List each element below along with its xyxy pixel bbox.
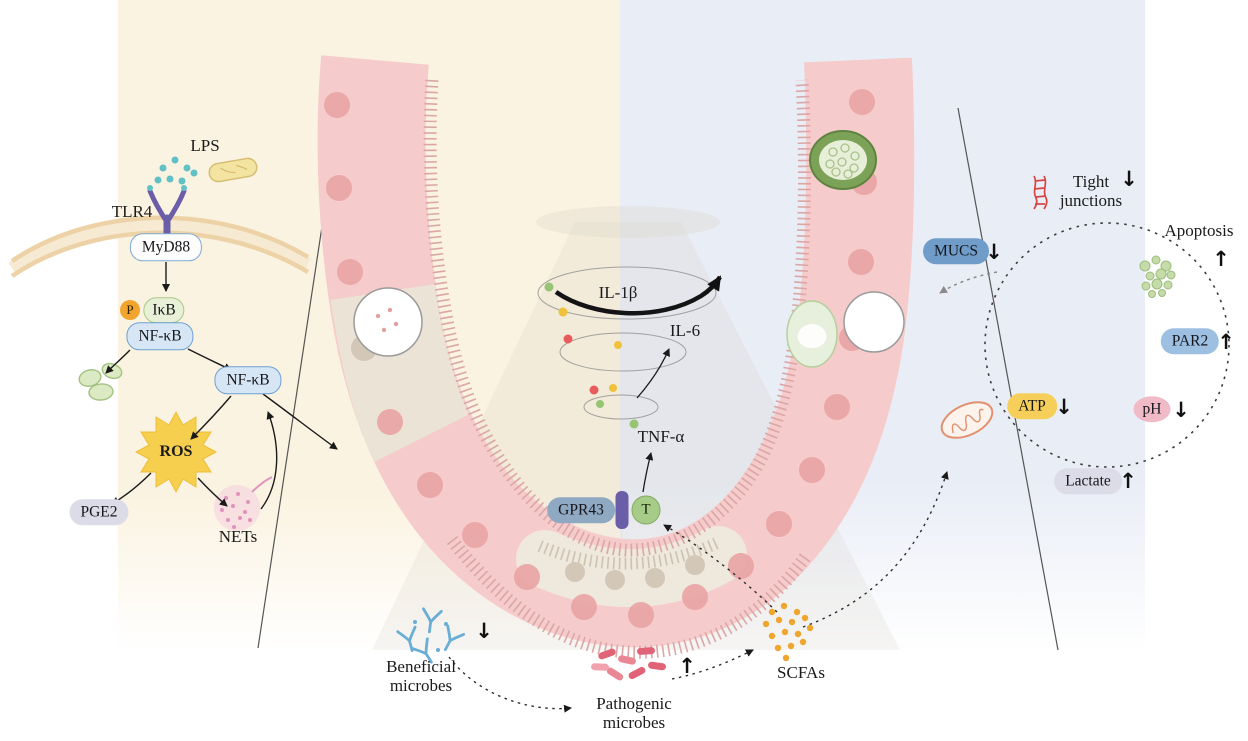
myd88-node: MyD88: [129, 233, 203, 261]
nfkb-complex-node: NF-κB: [126, 322, 194, 350]
lactate-up-arrow: ↑: [1119, 469, 1137, 493]
ph-node: pH: [1133, 396, 1171, 422]
pathogenic-microbes-label: Pathogenic microbes: [596, 693, 672, 732]
microbiome-flow-arrows: [448, 471, 949, 713]
pge2-node: PGE2: [69, 499, 129, 525]
apoptosis-up-arrow: ↑: [1212, 247, 1230, 271]
gpr43-receptor: GPR43: [547, 497, 615, 523]
t-ligand-node: T: [631, 495, 661, 525]
il6-label: IL-6: [669, 321, 701, 340]
il1b-label: IL-1β: [598, 283, 638, 302]
right-callout-line: [957, 107, 1059, 651]
bacterium-icon: [208, 157, 258, 183]
pathogenic-up-arrow: ↑: [678, 654, 696, 678]
mucus-secreting-cell-icon: [786, 300, 838, 368]
nets-label: NETs: [218, 527, 258, 546]
beneficial-microbes-icon: [396, 607, 466, 664]
beneficial-down-arrow: ↓: [475, 619, 493, 643]
lps-molecules-icon: [147, 156, 198, 191]
left-zoom-circle: [353, 287, 423, 357]
tlr4-label: TLR4: [111, 202, 153, 221]
degraded-ikb-icon: [78, 362, 123, 401]
cytokine-release-arrow: [554, 275, 722, 316]
receptor-stem-icon: [615, 491, 629, 529]
apoptosis-label: Apoptosis: [1164, 221, 1234, 240]
par2-up-arrow: ↑: [1217, 330, 1235, 354]
scfas-label: SCFAs: [777, 663, 825, 682]
atp-down-arrow: ↓: [1055, 395, 1073, 419]
tight-junction-icon: [1033, 175, 1048, 210]
dysfunction-cycle-circle: [984, 222, 1230, 468]
tight-junctions-label: Tight junctions: [1059, 171, 1123, 210]
scfas-icon: [762, 602, 814, 662]
ros-label: ROS: [159, 443, 193, 460]
atp-node: ATP: [1007, 393, 1057, 419]
cycle-exit-arrow: [939, 271, 998, 294]
mitochondria-icon: [940, 401, 994, 439]
tight-junctions-down-arrow: ↓: [1120, 167, 1138, 191]
brush-border-outer: [446, 536, 812, 659]
cytokine-spiral: [537, 266, 722, 493]
nfkb-free-node: NF-κB: [214, 366, 282, 394]
phospho-badge: P: [120, 300, 140, 320]
nets-icon: [214, 476, 273, 531]
ph-down-arrow: ↓: [1172, 398, 1190, 422]
tnfa-label: TNF-α: [637, 427, 685, 446]
cell-membrane: [8, 215, 312, 278]
mucs-down-arrow: ↓: [985, 240, 1003, 264]
lactate-node: Lactate: [1054, 468, 1122, 494]
right-zoom-circle: [843, 291, 905, 353]
mucs-node: MUCS: [923, 238, 989, 264]
beneficial-microbes-label: Beneficial microbes: [386, 656, 456, 695]
pathogenic-microbes-icon: [591, 647, 666, 681]
apoptotic-cell-icon: [1139, 255, 1176, 298]
ikb-node: IκB: [143, 297, 185, 323]
par2-node: PAR2: [1160, 328, 1220, 354]
lps-label: LPS: [190, 136, 220, 155]
goblet-cell-icon: [809, 130, 877, 190]
